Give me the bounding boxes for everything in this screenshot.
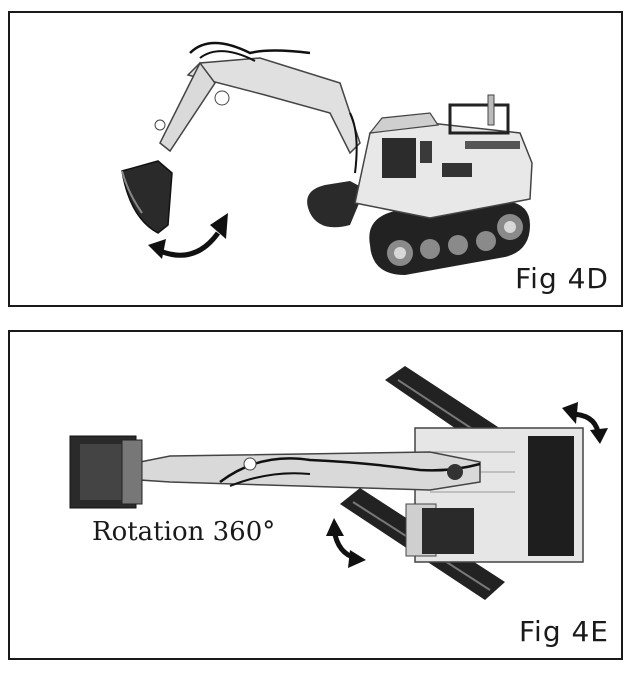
excavator-bucket (121, 160, 173, 234)
excavator-boom (139, 451, 481, 491)
curved-rotation-arrow-icon (326, 402, 608, 568)
figure-4d-panel: Fig 4D (8, 11, 623, 307)
figure-label-4e: Fig 4E (518, 615, 609, 648)
excavator-body (405, 427, 584, 563)
excavator-body (354, 94, 533, 219)
figure-4e-panel: Rotation 360° Fig 4E (8, 330, 623, 660)
excavator-bucket (69, 435, 143, 509)
excavator-side-view (121, 41, 533, 275)
rotation-caption: Rotation 360° (92, 517, 276, 547)
figure-label-4d: Fig 4D (515, 262, 609, 295)
excavator-tracks (307, 181, 530, 275)
excavator-top-view (69, 366, 608, 600)
excavator-boom (154, 41, 361, 174)
curved-rotation-arrow-icon (148, 213, 228, 259)
